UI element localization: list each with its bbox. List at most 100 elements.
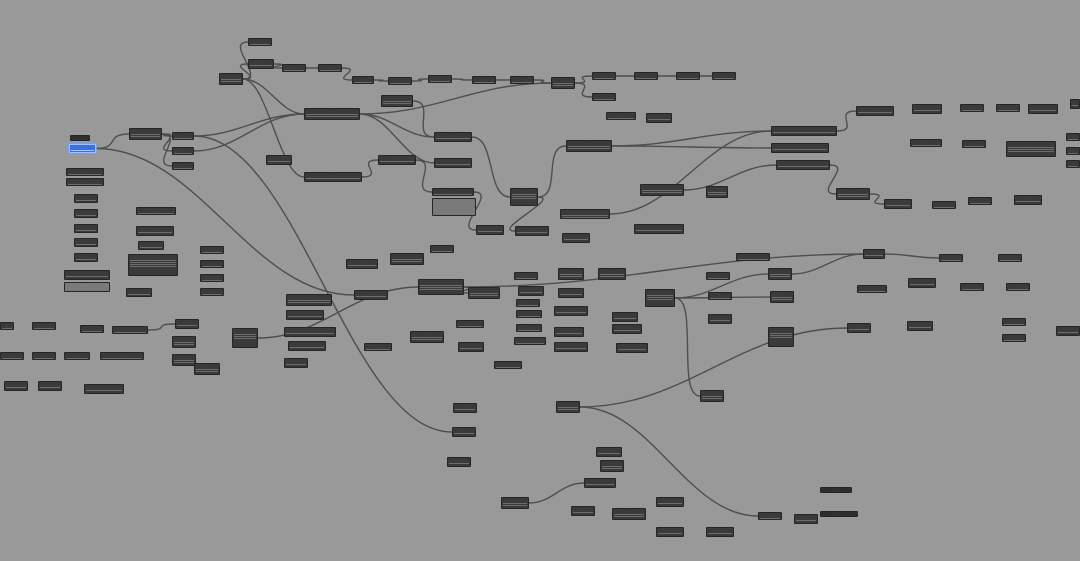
- graph-node[interactable]: ·: [566, 140, 612, 152]
- graph-node[interactable]: ·: [640, 184, 684, 196]
- node-port[interactable]: [556, 333, 582, 334]
- node-port[interactable]: [354, 82, 372, 83]
- node-port[interactable]: [286, 364, 306, 365]
- graph-node[interactable]: ·: [66, 168, 104, 176]
- node-port[interactable]: [1016, 201, 1040, 202]
- graph-node[interactable]: ·: [554, 342, 588, 352]
- graph-node[interactable]: ·: [676, 72, 700, 80]
- node-port[interactable]: [770, 274, 790, 275]
- graph-node[interactable]: ·: [74, 209, 98, 218]
- graph-node[interactable]: ·: [758, 512, 782, 520]
- node-port[interactable]: [380, 161, 414, 162]
- graph-node[interactable]: ·: [776, 160, 830, 170]
- node-port[interactable]: [68, 174, 102, 175]
- graph-node[interactable]: ·: [1028, 104, 1058, 114]
- graph-node[interactable]: ·: [656, 527, 684, 537]
- graph-node[interactable]: ·: [428, 75, 452, 83]
- node-port[interactable]: [1004, 340, 1024, 341]
- graph-node[interactable]: ·: [771, 143, 829, 153]
- node-port[interactable]: [614, 514, 644, 515]
- graph-node[interactable]: ·: [907, 321, 933, 331]
- node-port[interactable]: [648, 119, 670, 120]
- graph-node[interactable]: ·: [771, 126, 837, 136]
- graph-node[interactable]: ·: [706, 186, 728, 198]
- node-port[interactable]: [773, 149, 827, 150]
- node-port[interactable]: [1072, 105, 1078, 106]
- node-port[interactable]: [174, 138, 192, 139]
- graph-node[interactable]: ·: [410, 331, 444, 343]
- node-port[interactable]: [702, 398, 722, 399]
- node-port[interactable]: [859, 291, 885, 292]
- graph-node[interactable]: ·: [708, 292, 732, 300]
- graph-node[interactable]: ·: [284, 327, 336, 337]
- node-port[interactable]: [658, 533, 682, 534]
- graph-node[interactable]: ·: [64, 270, 110, 280]
- graph-node[interactable]: ·: [856, 106, 894, 116]
- graph-node[interactable]: ·: [960, 104, 984, 112]
- node-port[interactable]: [130, 262, 176, 263]
- node-port[interactable]: [516, 278, 536, 279]
- node-port[interactable]: [558, 407, 578, 408]
- graph-node[interactable]: ·: [770, 291, 794, 303]
- node-port[interactable]: [131, 134, 160, 135]
- node-port[interactable]: [614, 318, 636, 319]
- node-port[interactable]: [306, 114, 358, 115]
- graph-node[interactable]: ·: [706, 272, 730, 280]
- node-port[interactable]: [130, 266, 176, 267]
- node-port[interactable]: [1030, 110, 1056, 111]
- graph-node[interactable]: ·: [172, 147, 194, 155]
- graph-node[interactable]: ·: [514, 337, 546, 345]
- graph-node[interactable]: ·: [286, 310, 324, 320]
- selected-node[interactable]: ·: [69, 144, 96, 153]
- node-port[interactable]: [66, 358, 88, 359]
- node-port[interactable]: [174, 168, 192, 169]
- graph-node[interactable]: ·: [560, 209, 610, 219]
- node-port[interactable]: [998, 110, 1018, 111]
- node-port[interactable]: [647, 295, 673, 296]
- graph-node[interactable]: ·: [318, 64, 342, 72]
- node-port[interactable]: [560, 294, 582, 295]
- graph-node[interactable]: ·: [1014, 195, 1042, 205]
- node-port[interactable]: [642, 190, 682, 191]
- graph-node[interactable]: ·: [288, 341, 326, 351]
- node-port[interactable]: [708, 192, 726, 193]
- node-port[interactable]: [598, 453, 620, 454]
- graph-node[interactable]: ·: [352, 76, 374, 84]
- node-port[interactable]: [306, 178, 360, 179]
- node-port[interactable]: [568, 146, 610, 147]
- graph-node[interactable]: ·: [571, 506, 595, 516]
- graph-node[interactable]: ·: [820, 511, 858, 517]
- node-port[interactable]: [573, 512, 593, 513]
- node-port[interactable]: [420, 285, 462, 286]
- node-port[interactable]: [392, 261, 422, 262]
- graph-node[interactable]: ·: [768, 327, 794, 347]
- node-port[interactable]: [708, 194, 726, 195]
- node-port[interactable]: [941, 260, 961, 261]
- graph-node[interactable]: ·: [284, 358, 308, 368]
- graph-node[interactable]: ·: [136, 226, 174, 236]
- graph-node[interactable]: ·: [200, 246, 224, 254]
- node-port[interactable]: [636, 230, 682, 231]
- graph-node[interactable]: ·: [960, 283, 984, 291]
- node-port[interactable]: [76, 200, 96, 201]
- node-port[interactable]: [770, 276, 790, 277]
- graph-node[interactable]: ·: [432, 198, 476, 216]
- graph-node[interactable]: ·: [646, 113, 672, 123]
- node-port[interactable]: [560, 274, 582, 275]
- node-port[interactable]: [420, 289, 462, 290]
- graph-node[interactable]: ·: [514, 272, 538, 280]
- graph-node[interactable]: ·: [598, 268, 626, 280]
- node-port[interactable]: [383, 101, 411, 102]
- node-port[interactable]: [420, 287, 462, 288]
- graph-node[interactable]: ·: [612, 324, 642, 334]
- node-port[interactable]: [290, 347, 324, 348]
- node-port[interactable]: [436, 138, 470, 139]
- graph-node[interactable]: ·: [70, 135, 90, 141]
- node-port[interactable]: [568, 148, 610, 149]
- node-port[interactable]: [1008, 289, 1028, 290]
- graph-node[interactable]: ·: [472, 76, 496, 84]
- node-port[interactable]: [478, 231, 502, 232]
- node-port[interactable]: [962, 110, 982, 111]
- node-port[interactable]: [432, 251, 452, 252]
- node-port[interactable]: [174, 362, 194, 363]
